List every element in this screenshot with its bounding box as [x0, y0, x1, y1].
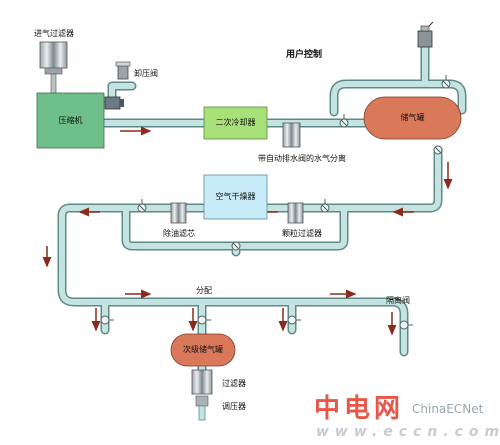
distribution-label: 分配 — [196, 286, 212, 295]
watermark-brand: ChinaECNet — [412, 402, 484, 416]
secondary-tank-shape — [170, 333, 236, 367]
particle-filter-label: 颗粒过滤器 — [282, 229, 322, 238]
compressor-motor-icon — [104, 96, 124, 110]
aftercooler-label: 二次冷却器 — [215, 118, 256, 127]
oil-filter-label: 除油滤芯 — [163, 229, 195, 238]
secondary-tank-label: 次级储气罐 — [183, 345, 223, 354]
valve-icon — [441, 75, 451, 89]
dryer-box — [203, 174, 268, 220]
aftercooler-box — [203, 106, 268, 140]
relief-valve-label: 卸压阀 — [134, 69, 158, 78]
valve-icon — [231, 241, 241, 251]
valve-icon — [287, 315, 301, 325]
relief-valve-icon — [115, 61, 131, 80]
valve-icon — [100, 315, 114, 325]
watermark-url: www.eccn.com — [316, 424, 500, 440]
compressor-box — [36, 92, 105, 149]
valve-icon — [339, 114, 349, 128]
downstream-filter-icon — [191, 369, 213, 421]
valve-icon — [137, 199, 147, 213]
flow-arrows — [42, 126, 453, 336]
particle-filter-icon — [287, 202, 304, 224]
dryer-label: 空气干燥器 — [215, 192, 256, 201]
diagram-title: 用户控制 — [286, 50, 323, 60]
tank-top-device-icon — [417, 21, 434, 48]
valve-icon — [399, 320, 413, 330]
regulator-label: 调压器 — [222, 402, 246, 411]
watermark-logo: 中电网 — [314, 394, 405, 424]
intake-filter-label: 进气过滤器 — [34, 29, 74, 38]
oil-filter-icon — [170, 202, 187, 224]
filter-label: 过滤器 — [222, 379, 246, 388]
valve-icon — [433, 145, 443, 155]
isolation-valve-label: 隔离阀 — [386, 296, 410, 305]
separator-label: 带自动排水阀的水气分离 — [258, 154, 346, 163]
receiver-tank-shape — [363, 96, 462, 140]
intake-filter-icon — [39, 41, 68, 95]
compressor-label: 压缩机 — [58, 115, 83, 125]
separator-filter-icon — [282, 122, 301, 148]
receiver-tank-label: 储气罐 — [400, 113, 425, 122]
valve-icon — [320, 199, 330, 213]
valve-icon — [197, 315, 211, 325]
valve-symbols — [100, 75, 451, 330]
